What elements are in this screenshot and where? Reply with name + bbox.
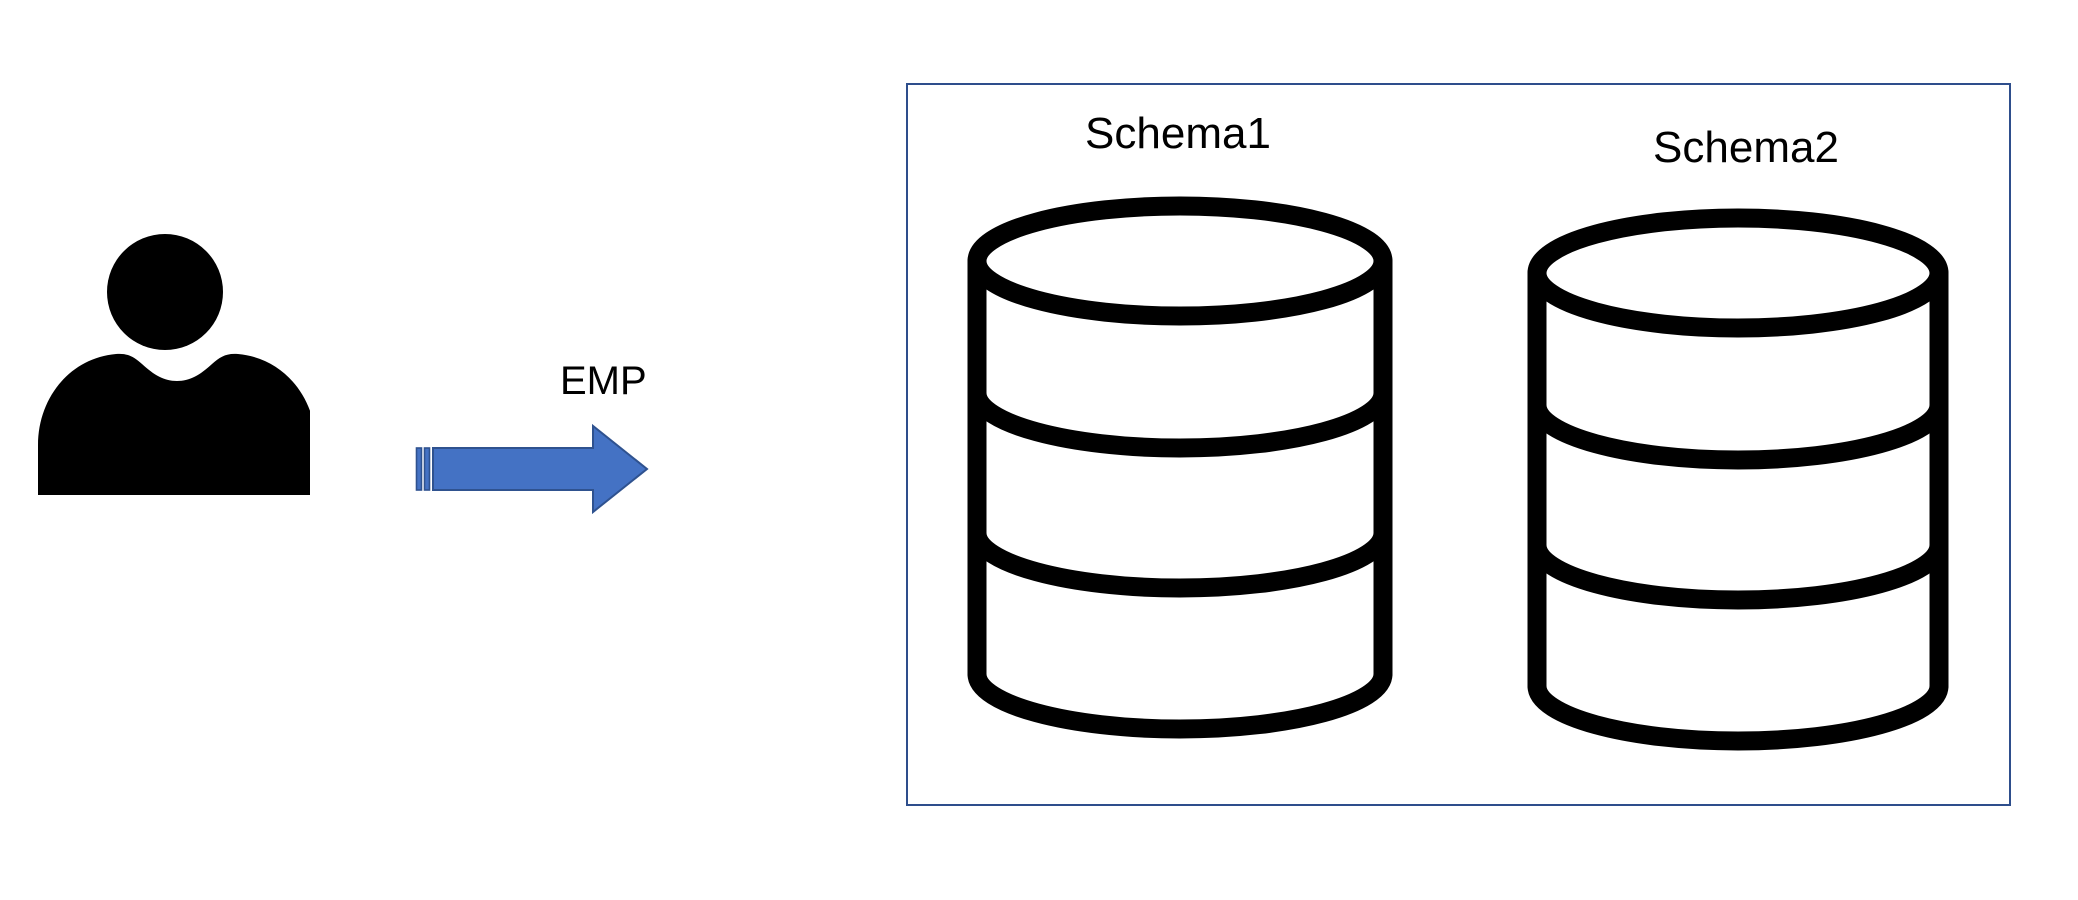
flow-arrow-label: EMP: [560, 359, 647, 403]
database-cylinder-icon-2: [1526, 207, 1951, 752]
schema-group-2: Schema2: [1516, 85, 1976, 804]
database-cylinder-icon-1: [966, 195, 1394, 740]
schema-group-1: Schema1: [948, 85, 1408, 804]
schema1-label: Schema1: [1085, 109, 1271, 158]
database-container-box: Schema1 Schema2: [906, 83, 2011, 806]
user-person-icon: [30, 230, 310, 495]
flow-arrow-icon: [415, 418, 660, 518]
schema2-label: Schema2: [1653, 123, 1839, 172]
